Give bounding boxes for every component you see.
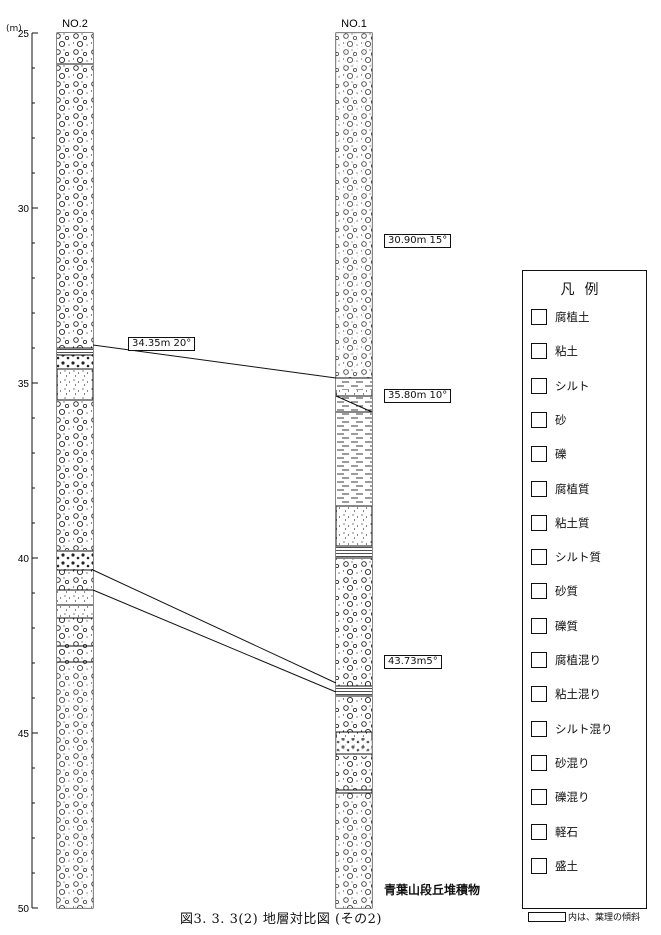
legend-item-label: 礫質 xyxy=(555,618,578,633)
axis-tick-label: 40 xyxy=(18,554,30,565)
legend-note-text: 内は、葉理の傾斜 xyxy=(568,913,641,923)
legend-item: 腐植混り xyxy=(531,650,601,670)
dip-label-34-35: 34.35m 20° xyxy=(128,337,196,351)
axis-tick-label: 45 xyxy=(18,729,30,740)
correlation-lines xyxy=(92,344,337,693)
gravel-icon xyxy=(531,446,547,463)
legend-note: 内は、葉理の傾斜 xyxy=(528,910,640,923)
legend-item-label: シルト質 xyxy=(555,550,601,565)
clay-mixed-icon xyxy=(531,686,547,703)
correlation-line-middle xyxy=(92,569,337,684)
silty-icon xyxy=(531,549,547,566)
legend-item-label: 軽石 xyxy=(555,824,578,839)
gravelly-icon xyxy=(531,617,547,634)
legend-item-label: 粘土 xyxy=(555,344,578,359)
borehole-no1-name: NO.1 xyxy=(341,18,367,30)
formation-label: 青葉山段丘堆積物 xyxy=(384,883,481,897)
legend-item-label: シルト混り xyxy=(555,721,613,736)
legend-item-label: 盛土 xyxy=(555,858,578,873)
sand-icon xyxy=(531,411,547,428)
legend-item: シルト xyxy=(531,376,590,396)
sandy-icon xyxy=(531,583,547,600)
silt-icon xyxy=(531,377,547,394)
clayey-icon xyxy=(531,514,547,531)
axis-tick-label: 50 xyxy=(18,904,30,915)
borehole-no2-column: NO.2 xyxy=(56,18,94,909)
legend-item: 砂 xyxy=(531,410,567,430)
legend-item: 腐植質 xyxy=(531,479,590,499)
legend-item-label: 礫 xyxy=(555,447,567,462)
legend-item: 粘土質 xyxy=(531,513,590,533)
legend-title: 凡例 xyxy=(560,282,609,298)
dip-label-43-73: 43.73m5° xyxy=(384,655,442,669)
legend-item: シルト混り xyxy=(531,719,613,739)
humus-mixed-icon xyxy=(531,652,547,668)
legend-panel: 凡例 腐植土粘土シルト砂礫腐植質粘土質シルト質砂質礫質腐植混り粘土混りシルト混り… xyxy=(522,270,647,909)
dip-label-35-80: 35.80m 10° xyxy=(384,389,452,403)
legend-item-label: 腐植質 xyxy=(555,481,590,496)
axis-tick-label: 30 xyxy=(18,204,30,215)
legend-item-label: 腐植土 xyxy=(555,310,590,324)
sand-mixed-icon xyxy=(531,754,547,771)
legend-item-label: 腐植混り xyxy=(555,653,601,667)
axis-tick-label: 35 xyxy=(18,379,30,390)
legend-item: 礫 xyxy=(531,444,567,464)
clay-icon xyxy=(531,343,547,360)
legend-item: 軽石 xyxy=(531,822,578,842)
axis-unit-label: (m) xyxy=(6,24,22,34)
legend-item: 砂質 xyxy=(531,581,578,601)
humus-soil-icon xyxy=(531,309,547,325)
legend-item-label: 砂混り xyxy=(555,755,590,770)
silt-mixed-icon xyxy=(531,720,547,737)
legend-item-label: 礫混り xyxy=(555,790,590,805)
borehole-no1-column: NO.1 xyxy=(335,18,373,909)
lamination-box-icon xyxy=(528,911,566,922)
gravel-mixed-icon xyxy=(531,789,547,806)
figure-caption: 図3. 3. 3(2) 地層対比図 (その2) xyxy=(180,912,382,927)
legend-item: 粘土混り xyxy=(531,684,601,704)
legend-item-label: 粘土混り xyxy=(555,687,601,702)
depth-axis: 25 30 35 40 45 50 xyxy=(18,29,38,915)
correlation-line-lower xyxy=(92,589,337,693)
legend-item: 粘土 xyxy=(531,341,578,361)
legend-item: 腐植土 xyxy=(531,307,590,327)
legend-item: シルト質 xyxy=(531,547,601,567)
legend-item-label: 砂質 xyxy=(555,584,578,599)
legend-item: 砂混り xyxy=(531,753,590,773)
legend-item-label: シルト xyxy=(555,378,590,393)
fill-icon xyxy=(531,857,547,874)
humic-icon xyxy=(531,480,547,497)
legend-item-label: 粘土質 xyxy=(555,515,590,530)
borehole-no2-name: NO.2 xyxy=(62,18,88,30)
pumice-icon xyxy=(531,823,547,840)
dip-label-30-90: 30.90m 15° xyxy=(384,234,452,248)
legend-item: 礫質 xyxy=(531,616,578,636)
axis-tick-label: 25 xyxy=(18,29,30,40)
legend-item: 礫混り xyxy=(531,787,590,807)
legend-item-label: 砂 xyxy=(555,412,567,427)
legend-item: 盛土 xyxy=(531,856,578,876)
